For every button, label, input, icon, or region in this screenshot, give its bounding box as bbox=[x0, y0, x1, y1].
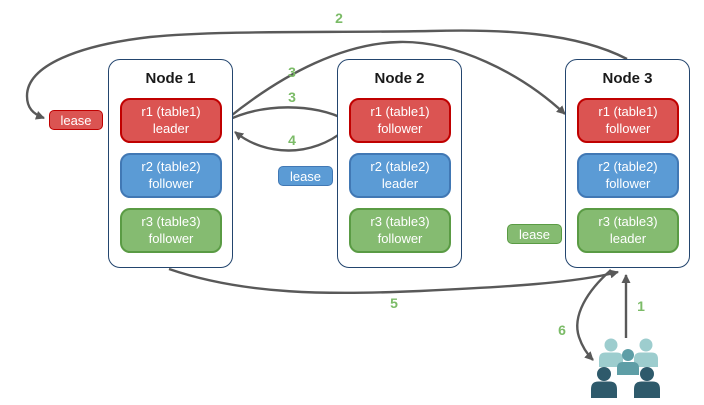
replica-role: follower bbox=[377, 230, 423, 246]
node-1-replica-r3: r3 (table3) follower bbox=[120, 208, 222, 253]
replica-role: follower bbox=[605, 120, 651, 136]
node-2-title: Node 2 bbox=[374, 70, 425, 87]
replica-role: leader bbox=[609, 230, 647, 246]
step-label-3b: 3 bbox=[288, 89, 296, 105]
replica-name: r3 (table3) bbox=[598, 213, 658, 229]
replica-role: follower bbox=[148, 230, 194, 246]
replica-name: r2 (table2) bbox=[598, 158, 658, 174]
node-1: Node 1 r1 (table1) leader r2 (table2) fo… bbox=[108, 59, 233, 268]
node-2: Node 2 r1 (table1) follower r2 (table2) … bbox=[337, 59, 462, 268]
replica-name: r3 (table3) bbox=[370, 213, 430, 229]
replica-name: r3 (table3) bbox=[141, 213, 201, 229]
node-3-replica-r3: r3 (table3) leader bbox=[577, 208, 679, 253]
node-2-replica-r2: r2 (table2) leader bbox=[349, 153, 451, 198]
node-1-replica-r2: r2 (table2) follower bbox=[120, 153, 222, 198]
arrow-step-5-node1-to-node3 bbox=[168, 267, 619, 295]
arrow-step-4-node2-follower-to-leader bbox=[234, 129, 346, 152]
node-2-replica-r1: r1 (table1) follower bbox=[349, 98, 451, 143]
replica-role: follower bbox=[148, 175, 194, 191]
step-label-4: 4 bbox=[288, 132, 296, 148]
step-label-5: 5 bbox=[390, 295, 398, 311]
node-1-title: Node 1 bbox=[145, 70, 196, 87]
node-3: Node 3 r1 (table1) follower r2 (table2) … bbox=[565, 59, 690, 268]
replica-role: leader bbox=[381, 175, 419, 191]
step-label-6: 6 bbox=[558, 322, 566, 338]
replica-name: r2 (table2) bbox=[370, 158, 430, 174]
lease-label-green: lease bbox=[507, 224, 562, 244]
step-label-3a: 3 bbox=[288, 64, 296, 80]
users-group-icon bbox=[591, 338, 660, 398]
replica-name: r2 (table2) bbox=[141, 158, 201, 174]
replica-role: follower bbox=[605, 175, 651, 191]
replica-role: follower bbox=[377, 120, 423, 136]
replica-name: r1 (table1) bbox=[598, 103, 658, 119]
replica-name: r1 (table1) bbox=[370, 103, 430, 119]
node-1-replica-r1: r1 (table1) leader bbox=[120, 98, 222, 143]
arrow-step-3-leader-to-node2-follower bbox=[225, 106, 347, 123]
step-label-2: 2 bbox=[335, 10, 343, 26]
lease-label-red: lease bbox=[49, 110, 103, 130]
arrow-step-6-node3-leader-to-users bbox=[576, 269, 612, 361]
node-2-replica-r3: r3 (table3) follower bbox=[349, 208, 451, 253]
step-label-1: 1 bbox=[637, 298, 645, 314]
node-3-replica-r2: r2 (table2) follower bbox=[577, 153, 679, 198]
arrow-step-3-leader-to-node3-follower bbox=[226, 40, 566, 120]
replica-name: r1 (table1) bbox=[141, 103, 201, 119]
arrow-step-2-node3-to-lease bbox=[25, 29, 628, 120]
lease-label-blue: lease bbox=[278, 166, 333, 186]
node-3-replica-r1: r1 (table1) follower bbox=[577, 98, 679, 143]
node-3-title: Node 3 bbox=[602, 70, 653, 87]
replica-role: leader bbox=[152, 120, 190, 136]
